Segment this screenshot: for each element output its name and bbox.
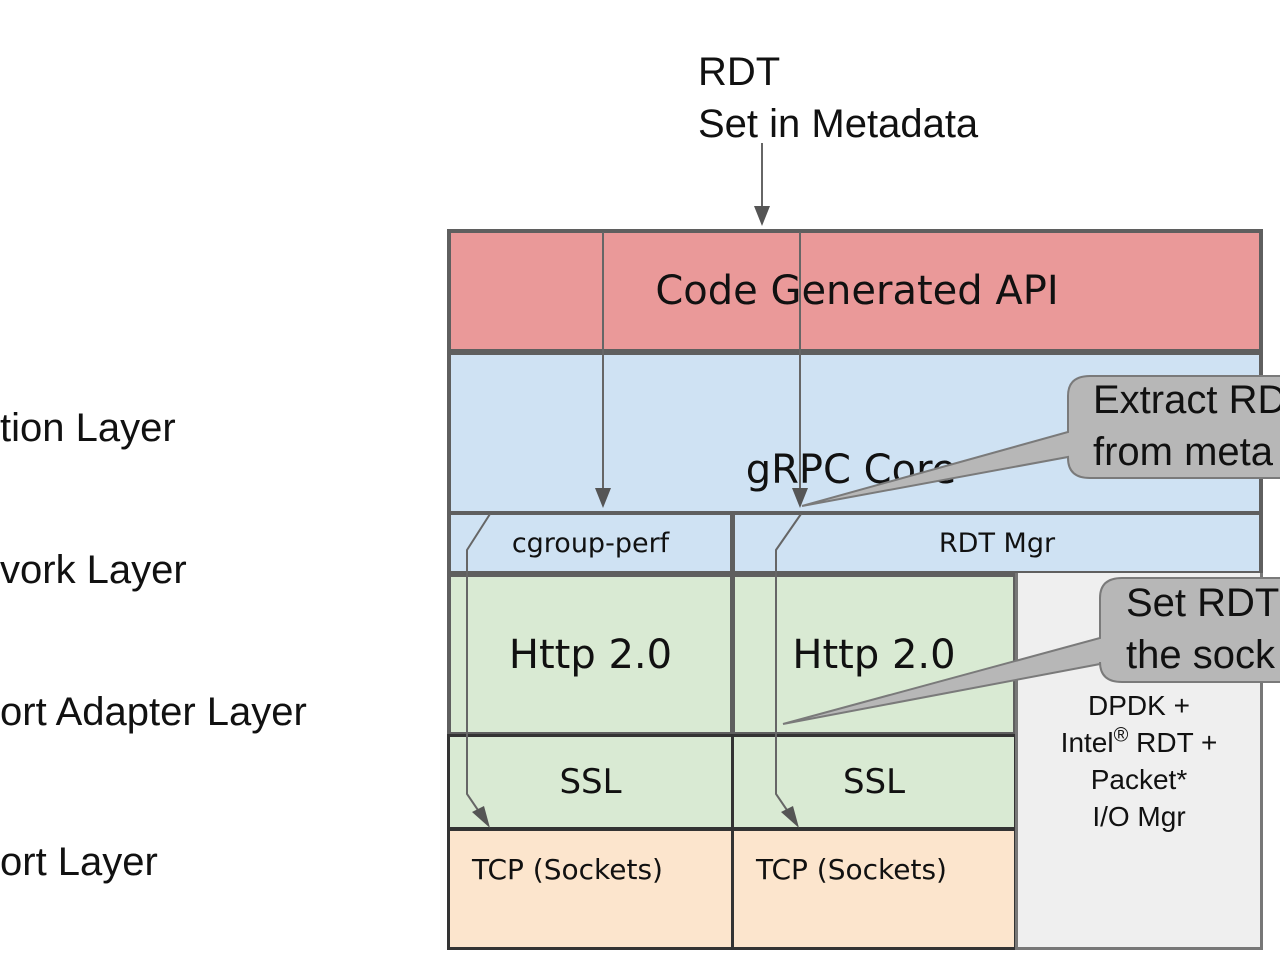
set-callout-line2: the sock	[1126, 633, 1275, 677]
dpdk-line3: Packet*	[1090, 764, 1188, 795]
http-right-block: Http 2.0	[731, 573, 1017, 736]
extract-callout-bubble	[801, 375, 1280, 507]
set-callout-text: Set RDT the sock	[1126, 577, 1279, 681]
ssl-right-block: SSL	[731, 734, 1017, 830]
layer-label-application: tion Layer	[0, 406, 176, 450]
http-left-label: Http 2.0	[508, 631, 673, 678]
tcp-left-label: TCP (Sockets)	[472, 853, 663, 886]
right-path-to-tcp	[775, 513, 802, 817]
dpdk-rdt: RDT +	[1128, 727, 1218, 758]
set-callout-line1: Set RDT	[1126, 581, 1280, 625]
rdt-annotation-line2: Set in Metadata	[698, 102, 979, 146]
tcp-left-block: TCP (Sockets)	[447, 828, 734, 950]
layer-label-framework: vork Layer	[0, 548, 187, 592]
dpdk-line1: DPDK +	[1088, 690, 1190, 721]
dpdk-label: DPDK + Intel® RDT + Packet* I/O Mgr	[1061, 687, 1218, 835]
metadata-arrow-head	[754, 206, 770, 226]
extract-callout-line1: Extract RD	[1093, 378, 1280, 422]
cgroup-perf-label: cgroup-perf	[511, 527, 670, 559]
tcp-right-block: TCP (Sockets)	[731, 828, 1017, 950]
cgroup-arrow-head	[595, 488, 611, 508]
dpdk-line4: I/O Mgr	[1092, 801, 1186, 832]
tcp-right-label: TCP (Sockets)	[756, 853, 947, 886]
right-path-arrow-head	[781, 806, 799, 828]
set-callout-bubble	[782, 577, 1280, 725]
left-path-to-tcp	[466, 513, 491, 817]
grpc-core-label: gRPC Core	[745, 447, 957, 493]
cgroup-perf-block: cgroup-perf	[447, 511, 734, 575]
layer-label-transport: ort Layer	[0, 840, 158, 884]
dpdk-intel: Intel	[1060, 727, 1114, 758]
dpdk-line2: Intel® RDT +	[1061, 724, 1218, 761]
left-path-arrow-head	[472, 806, 490, 828]
rdt-mgr-label: RDT Mgr	[938, 527, 1056, 559]
registered-mark: ®	[1113, 724, 1129, 747]
rdt-annotation-line1: RDT	[698, 50, 781, 94]
layer-label-transport-adapter: ort Adapter Layer	[0, 690, 307, 734]
rdt-annotation: RDT Set in Metadata	[698, 46, 978, 150]
ssl-right-label: SSL	[842, 762, 906, 802]
extract-callout-text: Extract RD from meta	[1093, 374, 1280, 478]
extract-callout-line2: from meta	[1093, 430, 1274, 474]
code-generated-api-label: Code Generated API	[655, 268, 1059, 314]
rdtmgr-arrow-head	[792, 488, 808, 508]
ssl-left-label: SSL	[559, 762, 622, 802]
http-right-label: Http 2.0	[792, 631, 956, 678]
ssl-left-block: SSL	[447, 734, 734, 830]
